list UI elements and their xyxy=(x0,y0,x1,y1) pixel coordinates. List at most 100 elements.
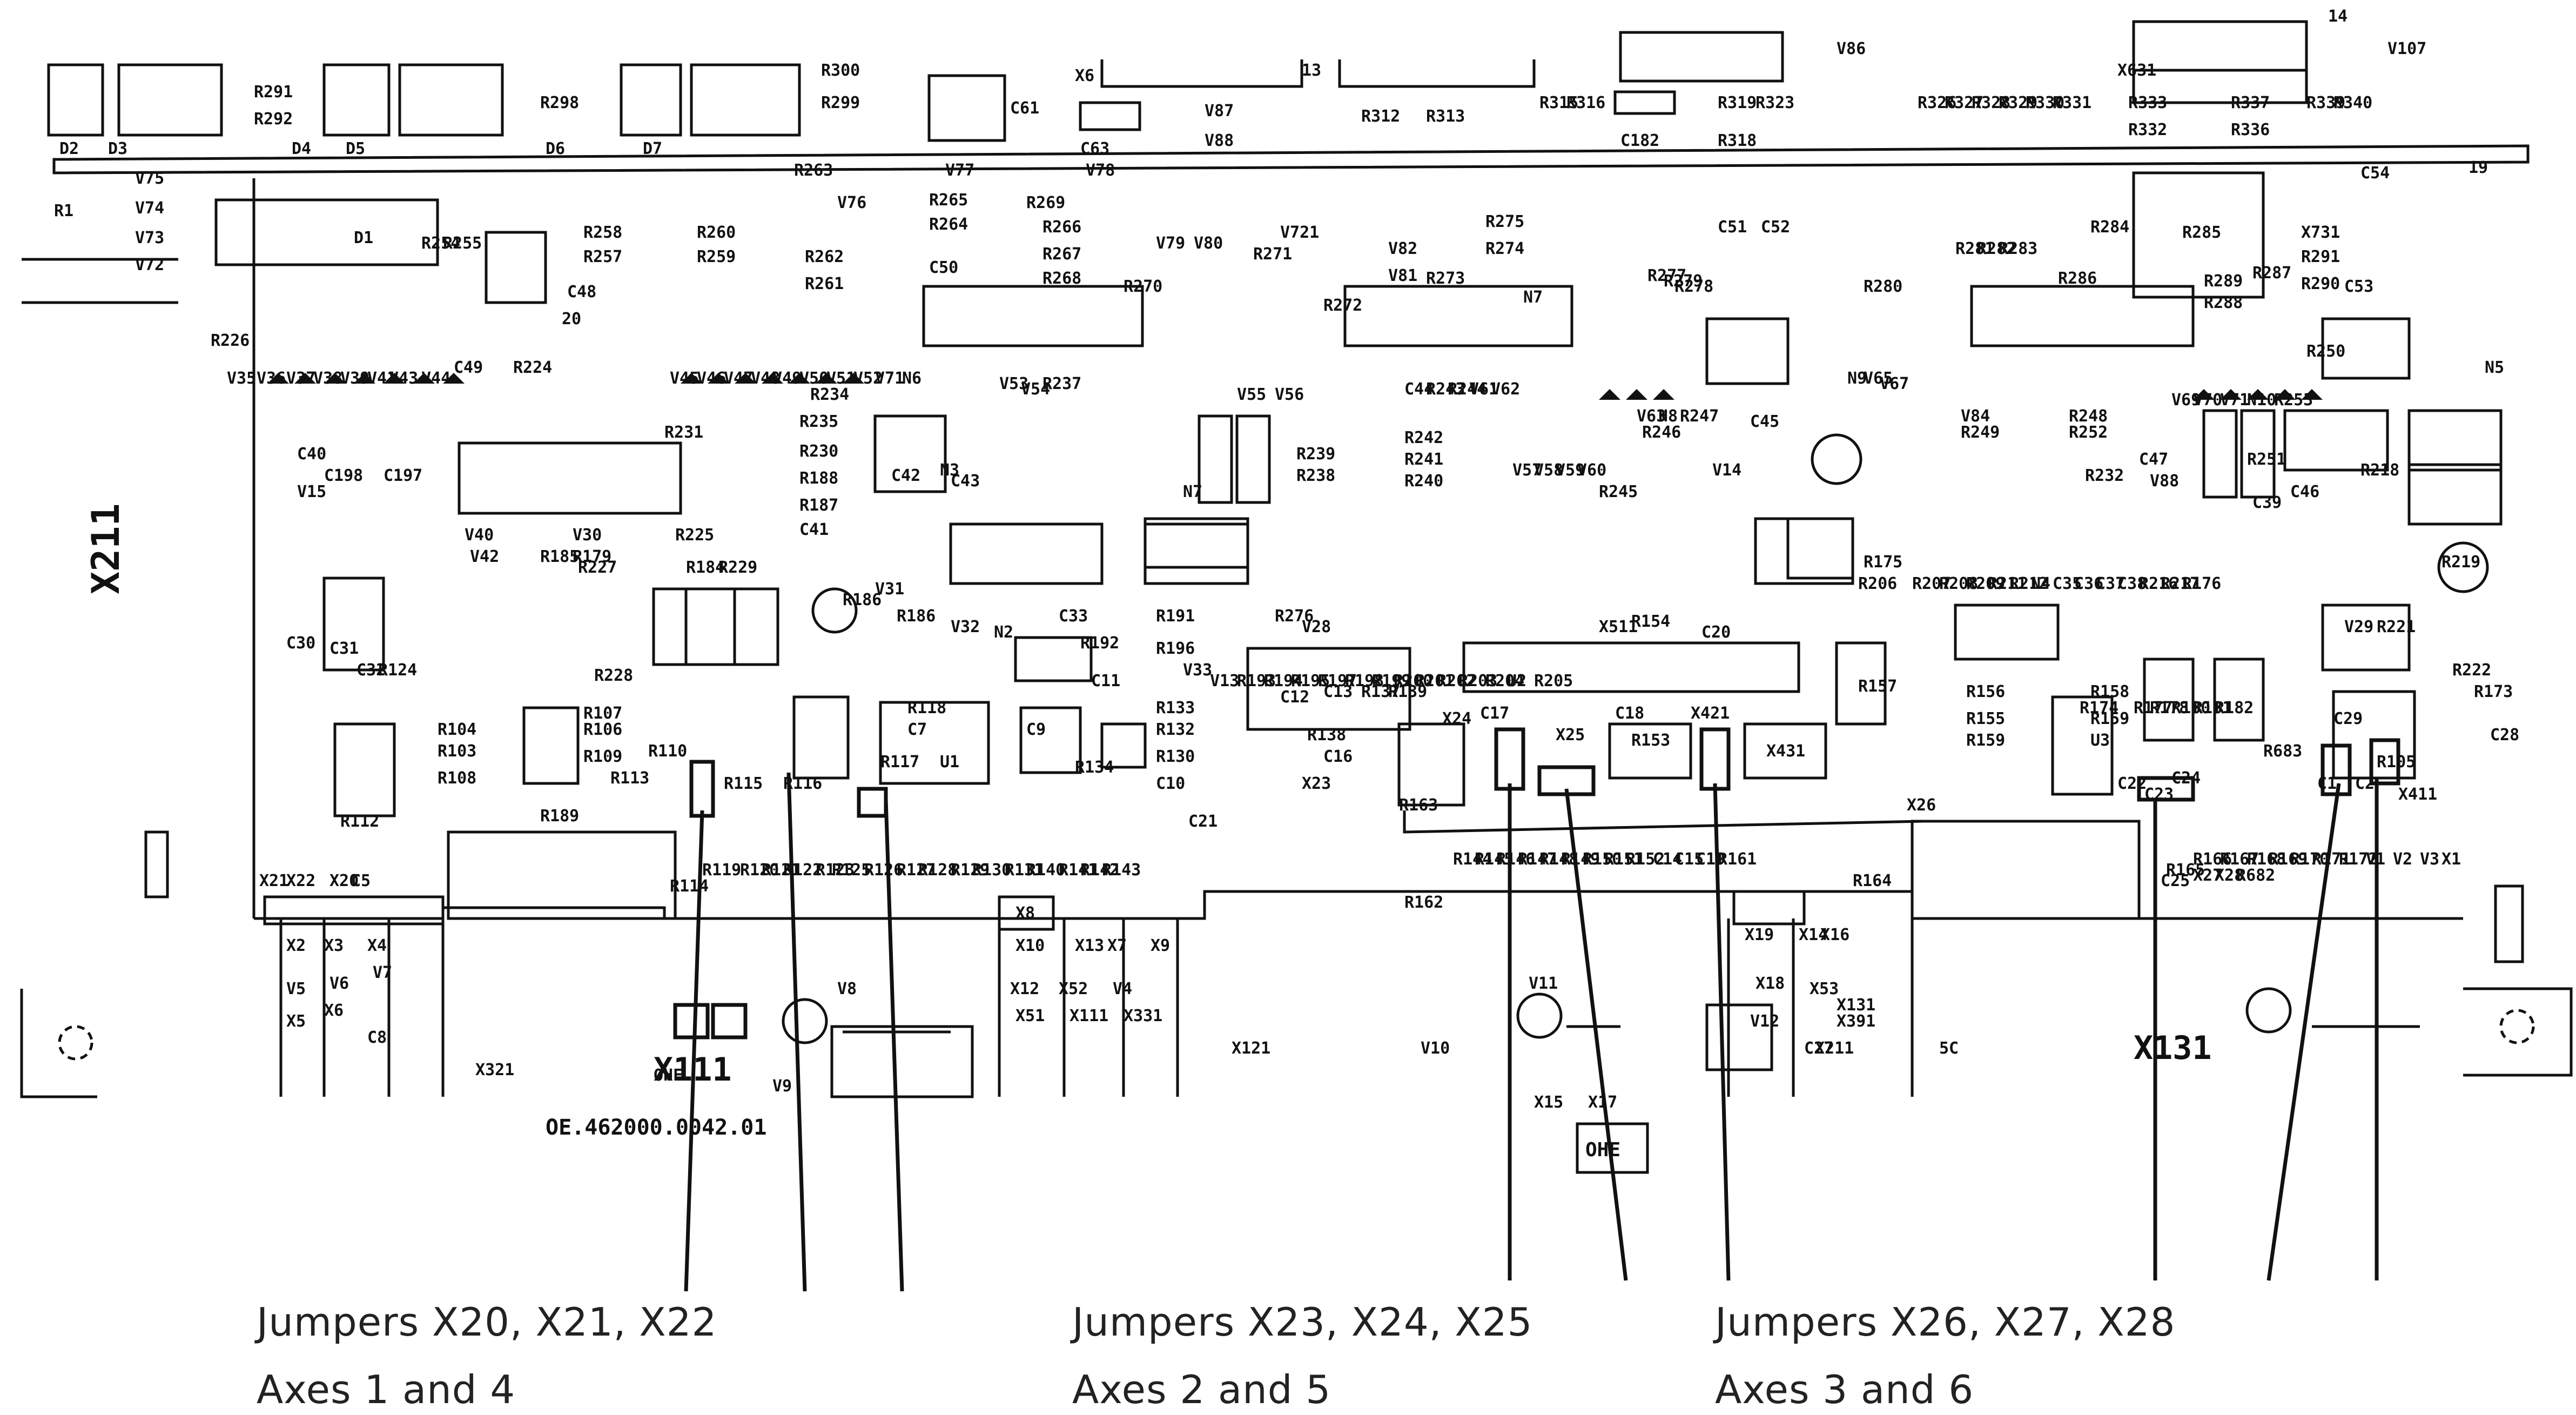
component-label: X18 xyxy=(1756,974,1785,993)
component-label: C198 xyxy=(324,466,363,485)
component-label: R255 xyxy=(443,234,482,253)
component-label: R289 xyxy=(2204,272,2243,291)
component-label: X15 xyxy=(1534,1093,1563,1112)
component-label: V58 xyxy=(1534,461,1563,480)
component-label: R207 xyxy=(1912,574,1951,593)
component-label: R122 xyxy=(783,861,822,880)
diode-symbols xyxy=(267,373,2323,400)
component-label: R196 xyxy=(1156,639,1195,658)
component-label: V41 xyxy=(367,369,396,388)
component-label: R191 xyxy=(1156,607,1195,626)
component-label: R179 xyxy=(573,547,611,566)
component-label: V49 xyxy=(772,369,802,388)
component-label: R103 xyxy=(438,742,476,761)
component-label: R277 xyxy=(1647,266,1686,285)
component-label: V14 xyxy=(1712,461,1741,480)
component-label: V51 xyxy=(826,369,856,388)
component-label: C35 xyxy=(2053,574,2082,593)
component-label: R329 xyxy=(1999,93,2037,112)
component-label: R166 xyxy=(2193,850,2232,869)
component-label: R286 xyxy=(2058,269,2097,288)
component-label: C38 xyxy=(2117,574,2147,593)
component-label: N7 xyxy=(1183,482,1202,501)
component-label: V78 xyxy=(1086,161,1115,180)
component-label: X51 xyxy=(1015,1007,1045,1025)
component-label: R200 xyxy=(1394,672,1432,690)
component-label: R225 xyxy=(675,526,714,545)
component-label: R170 xyxy=(2290,850,2329,869)
component-label: V87 xyxy=(1205,102,1234,120)
component-label: V60 xyxy=(1577,461,1606,480)
component-label: V721 xyxy=(1280,223,1319,242)
component-label: V45 xyxy=(670,369,699,388)
component-label: C41 xyxy=(799,520,829,539)
component-label: R201 xyxy=(1415,672,1454,690)
component-label: V52 xyxy=(853,369,883,388)
component-label: R139 xyxy=(1388,682,1427,701)
component-label: V9 xyxy=(772,1077,792,1096)
component-label: V59 xyxy=(1556,461,1585,480)
component-label: R112 xyxy=(340,812,379,831)
component-label: R164 xyxy=(1853,871,1892,890)
component-label: R230 xyxy=(799,442,838,461)
component-label: D2 xyxy=(59,139,79,158)
component-label: V1 xyxy=(2366,850,2385,869)
component-label: V46 xyxy=(697,369,726,388)
component-label: R106 xyxy=(583,720,622,739)
component-label: C27 xyxy=(1804,1039,1833,1058)
component-label: X25 xyxy=(1556,726,1585,745)
component-label: R109 xyxy=(583,747,622,766)
component-label: R300 xyxy=(821,61,860,80)
component-label: V7 xyxy=(373,963,392,982)
component-label: R291 xyxy=(2301,247,2340,266)
component-label: C43 xyxy=(951,472,980,491)
component-label: V36 xyxy=(257,369,286,388)
component-label: R182 xyxy=(2215,699,2254,717)
component-label: R253 xyxy=(2274,391,2313,410)
component-label: R187 xyxy=(799,496,838,515)
component-label: R143 xyxy=(1102,861,1141,880)
component-label: R262 xyxy=(805,247,844,266)
component-label: R146 xyxy=(1496,850,1535,869)
component-label: R194 xyxy=(1264,672,1303,690)
component-label: R269 xyxy=(1026,193,1065,212)
component-label: X411 xyxy=(2398,785,2437,804)
component-label: C36 xyxy=(2074,574,2103,593)
component-label: R271 xyxy=(1253,245,1292,264)
component-label: R231 xyxy=(664,423,703,442)
component-label: C51 xyxy=(1718,218,1747,237)
component-label: V28 xyxy=(1302,618,1331,636)
component-label: R118 xyxy=(907,699,946,717)
component-label: X52 xyxy=(1059,980,1088,998)
component-label: R165 xyxy=(2166,861,2205,880)
component-label: R173 xyxy=(2474,682,2513,701)
component-label: R121 xyxy=(762,861,801,880)
component-label: V4 xyxy=(1113,980,1132,998)
component-label: V74 xyxy=(135,199,164,218)
component-label: V29 xyxy=(2344,618,2373,636)
component-label: R127 xyxy=(897,861,936,880)
component-label: R282 xyxy=(1977,239,2016,258)
component-label: V61 xyxy=(1469,380,1498,399)
component-label: C39 xyxy=(2252,493,2282,512)
component-label: C49 xyxy=(454,358,483,377)
component-label: V71 xyxy=(875,369,904,388)
component-label: R134 xyxy=(1075,758,1114,777)
component-label: R219 xyxy=(2442,553,2480,572)
component-label: D5 xyxy=(346,139,365,158)
component-label: R279 xyxy=(1664,272,1703,291)
component-label: R184 xyxy=(686,558,725,577)
component-label: V32 xyxy=(951,618,980,636)
component-label: R298 xyxy=(540,93,579,112)
component-label: X16 xyxy=(1820,926,1849,944)
component-label: R264 xyxy=(929,215,968,234)
component-label: R313 xyxy=(1426,107,1465,126)
component-label: R336 xyxy=(2231,120,2270,139)
component-label: U1 xyxy=(940,753,959,772)
component-label: R280 xyxy=(1864,277,1902,296)
component-label: V47 xyxy=(724,369,753,388)
component-label: V10 xyxy=(1421,1039,1450,1058)
ic-packages xyxy=(144,171,2524,1174)
component-label: V2 xyxy=(2393,850,2412,869)
